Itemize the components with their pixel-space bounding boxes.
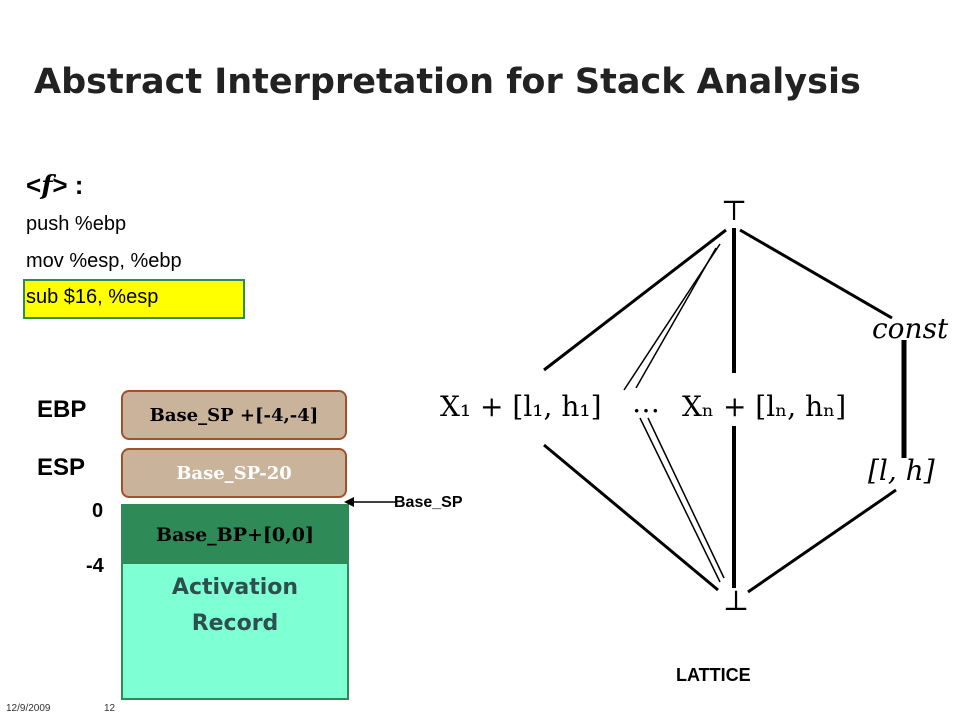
sig-open: <	[26, 170, 42, 200]
code-line-sub: sub $16, %esp	[26, 286, 159, 308]
lattice-edge-top-x1	[543, 228, 727, 372]
page-number: 12	[104, 703, 116, 714]
footer-date: 12/9/2009	[6, 703, 51, 714]
stack-offset-minus4: -4	[86, 555, 104, 577]
esp-label: ESP	[37, 454, 86, 481]
activation-record-label: Activation Record	[123, 570, 347, 642]
lattice-edge-interval-bottom	[747, 488, 897, 594]
ebp-value-box: Base_SP +[-4,-4]	[121, 390, 347, 440]
lattice-diagram: ⊤ ⊥ X₁ + [l₁, h₁] … Xₙ + [lₙ, hₙ] const …	[440, 194, 949, 617]
lattice-caption: LATTICE	[676, 665, 751, 685]
code-line-push: push %ebp	[26, 213, 127, 235]
code-line-mov: mov %esp, %ebp	[26, 250, 182, 272]
activation-record-line2: Record	[191, 611, 279, 636]
activation-record-line1: Activation	[171, 575, 299, 600]
activation-record-stack: Base_BP+[0,0] Activation Record	[121, 504, 349, 700]
function-name: f	[41, 171, 53, 201]
stack-offset-0: 0	[92, 500, 104, 522]
base-sp-label: Base_SP	[394, 494, 463, 511]
lattice-node-x1: X₁ + [l₁, h₁]	[440, 390, 602, 423]
ebp-label: EBP	[37, 396, 87, 423]
stack-top-cell: Base_BP+[0,0]	[123, 506, 347, 564]
function-signature: <f> :	[26, 170, 83, 201]
lattice-node-interval: [l, h]	[868, 454, 935, 487]
lattice-edge-x1-bottom	[543, 443, 719, 592]
lattice-node-const: const	[872, 312, 949, 345]
lattice-edge-dots-bottom-a	[639, 417, 721, 583]
lattice-ellipsis: …	[632, 386, 660, 419]
highlighted-instruction-box	[23, 279, 245, 319]
sig-close: > :	[52, 170, 84, 200]
slide-title: Abstract Interpretation for Stack Analys…	[34, 62, 861, 102]
lattice-top: ⊤	[721, 194, 747, 227]
lattice-edge-top-const	[739, 228, 893, 320]
lattice-edge-top-dots-b	[635, 247, 717, 389]
lattice-edge-dots-bottom-b	[647, 417, 725, 579]
base-sp-arrow-icon	[344, 497, 396, 507]
esp-value-box: Base_SP-20	[121, 448, 347, 498]
lattice-bottom: ⊥	[723, 584, 749, 617]
lattice-node-xn: Xₙ + [lₙ, hₙ]	[682, 390, 846, 423]
